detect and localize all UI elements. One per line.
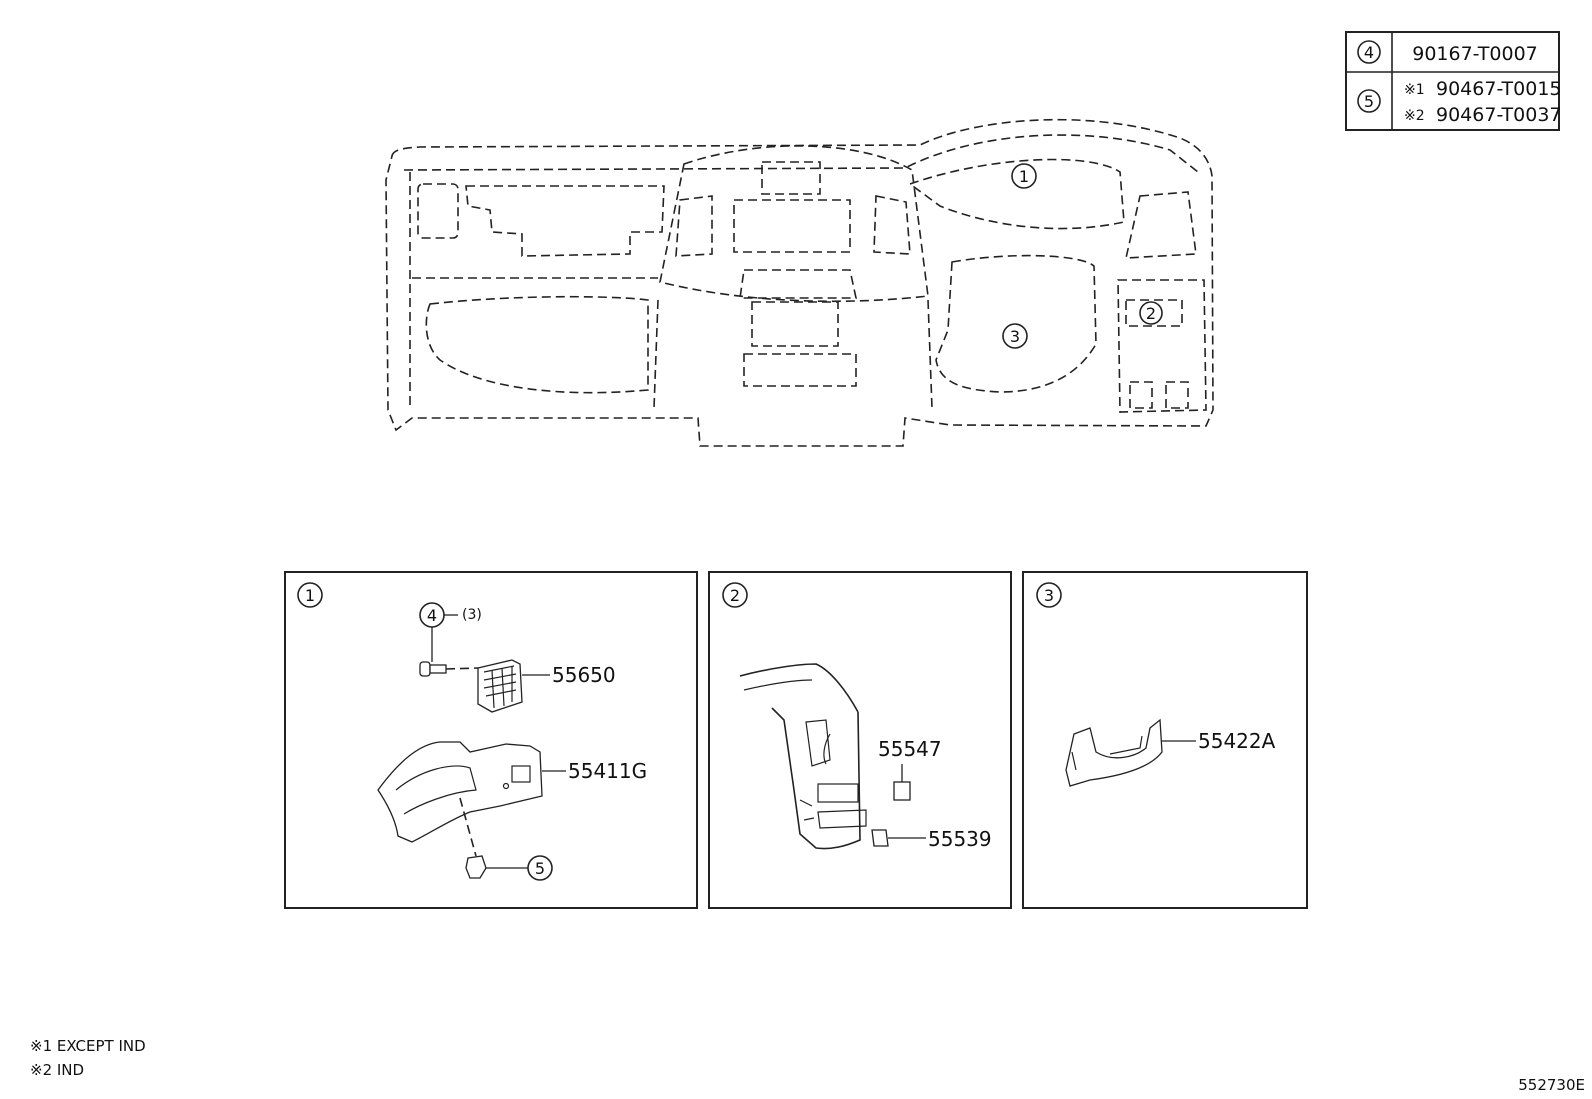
legend-table: 4 90167-T0007 5 ※1 90467-T0015 ※2 90467-… [1345,31,1562,131]
switch-base-part [893,781,911,801]
legend-part-number: 90167-T0007 [1412,43,1538,65]
legend-row-5: 5 ※1 90467-T0015 ※2 90467-T0037 [1357,78,1562,126]
center-stack-outline [659,145,929,303]
dashboard-outline [385,118,1214,447]
legend-part-number: 90467-T0015 [1436,78,1562,100]
meter-hood-outline [908,158,1125,230]
bolt-quantity: (3) [462,607,482,623]
panel-number: 1 [305,586,315,605]
panel-number-icon [1036,582,1062,608]
cluster-finish-panel-part [377,741,543,843]
part-number-label: 55547 [878,737,942,761]
ref-circle-4-icon [1357,40,1381,64]
lower-cover-part [1065,718,1163,787]
switch-panel-outline [1125,299,1183,327]
ref-circle-5-icon [527,855,553,881]
legend-variant-mark: ※1 [1404,82,1425,98]
bolt-ref: 4 [427,606,437,625]
panel-number-icon [722,582,748,608]
part-number-label: 55650 [552,663,616,687]
legend-row-4: 4 90167-T0007 [1357,40,1538,65]
footnote: ※1 EXCEPT IND [30,1037,146,1055]
part-number-label: 55539 [928,827,992,851]
legend-ref: 5 [1364,92,1374,111]
diagram-code: 552730E [1518,1076,1585,1094]
callout-3-icon [1002,323,1028,349]
switch-hole-cover-part [871,829,889,847]
glove-box-outline [425,295,649,394]
clip-ref: 5 [535,859,545,878]
detail-panel-2: 2 55547 55539 [708,571,1012,909]
callout-number: 2 [1146,304,1156,323]
detail-panel-1: 1 4 (3) 55650 55411G [284,571,698,909]
switch-panel-section [739,663,867,850]
panel-number-icon [297,582,323,608]
legend-part-number: 90467-T0037 [1436,104,1562,126]
part-number-label: 55422A [1198,729,1276,753]
register-vent-part [477,659,523,713]
legend-variant-mark: ※2 [1404,108,1425,124]
clip-icon [465,855,487,879]
panel-number: 2 [730,586,740,605]
callout-1-icon [1011,163,1037,189]
bolt-icon [419,661,447,677]
callout-number: 1 [1019,167,1029,186]
lower-cover-outline [935,254,1097,393]
callout-number: 3 [1010,327,1020,346]
detail-panel-3: 3 55422A [1022,571,1308,909]
panel-number: 3 [1044,586,1054,605]
dashboard-overview: 1 2 3 [385,118,1214,447]
ref-circle-5-icon [1357,89,1381,113]
left-vent-outline [417,183,459,239]
part-number-label: 55411G [568,759,647,783]
legend-ref: 4 [1364,43,1374,62]
callout-2-icon [1139,301,1163,325]
footnote: ※2 IND [30,1061,84,1079]
